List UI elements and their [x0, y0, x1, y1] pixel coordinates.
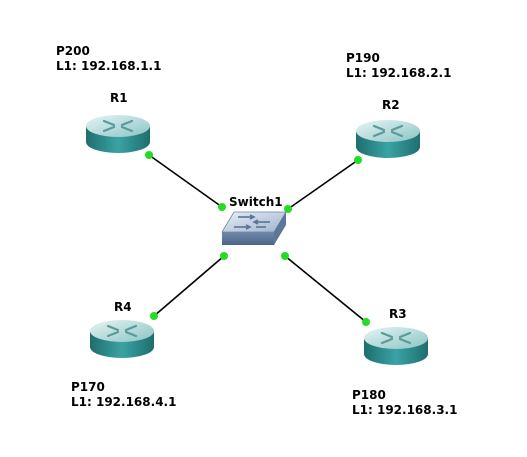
port-dot-r1: [145, 151, 153, 159]
port-dot-sw-r4: [220, 252, 228, 260]
link-r4-switch[interactable]: [153, 255, 225, 317]
port-dot-sw-r3: [281, 252, 289, 260]
switch1-icon[interactable]: [221, 211, 287, 245]
annotation-r2-ip: L1: 192.168.2.1: [346, 66, 452, 80]
router-r2-icon[interactable]: [356, 120, 420, 158]
annotation-r4-name: P170: [71, 380, 105, 394]
annotation-r1-name: P200: [56, 44, 90, 58]
annotation-r1: P200 L1: 192.168.1.1: [56, 44, 161, 74]
annotation-r2: P190 L1: 192.168.2.1: [346, 51, 451, 81]
router-r4-icon[interactable]: [90, 320, 154, 358]
link-r3-switch[interactable]: [284, 255, 367, 323]
annotation-r3-ip: L1: 192.168.3.1: [352, 403, 458, 417]
router-r1-icon[interactable]: [86, 115, 150, 153]
annotation-r4-ip: L1: 192.168.4.1: [71, 395, 177, 409]
port-dot-sw-r1: [218, 203, 226, 211]
port-dot-sw-r2: [284, 205, 292, 213]
annotation-r1-ip: L1: 192.168.1.1: [56, 59, 162, 73]
port-dot-r3: [362, 318, 370, 326]
router-r1-label[interactable]: R1: [110, 91, 128, 105]
router-r3-icon[interactable]: [364, 327, 428, 365]
router-r4-label[interactable]: R4: [114, 300, 132, 314]
annotation-r3: P180 L1: 192.168.3.1: [352, 388, 457, 418]
port-indicators: [145, 151, 370, 326]
links: [148, 154, 367, 323]
switch1-label[interactable]: Switch1: [229, 195, 283, 209]
link-r2-switch[interactable]: [287, 159, 359, 210]
router-r3-label[interactable]: R3: [389, 307, 407, 321]
link-r1-switch[interactable]: [148, 154, 223, 208]
annotation-r2-name: P190: [346, 51, 380, 65]
port-dot-r4: [150, 312, 158, 320]
port-dot-r2: [354, 156, 362, 164]
annotation-r4: P170 L1: 192.168.4.1: [71, 380, 176, 410]
router-r2-label[interactable]: R2: [382, 98, 400, 112]
annotation-r3-name: P180: [352, 388, 386, 402]
